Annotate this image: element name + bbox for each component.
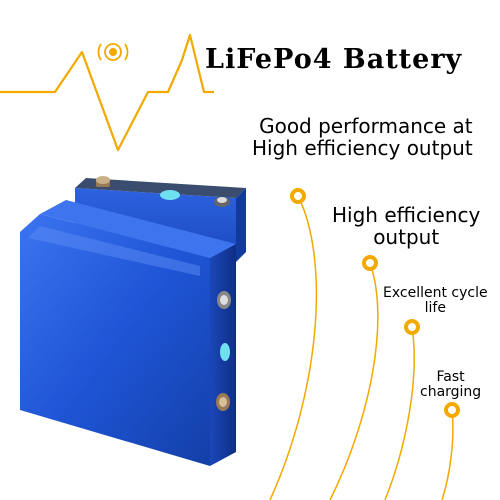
- feature-fast-charging: Fast charging: [420, 369, 482, 401]
- feature-line: Fast: [436, 369, 465, 385]
- feature-bullets: [290, 188, 460, 418]
- battery-cell-image: [20, 176, 246, 466]
- feature-efficiency: High efficiency output: [332, 204, 480, 248]
- feature-line: Good performance at: [259, 114, 473, 138]
- feature-line: charging: [420, 384, 482, 401]
- pulse-line-icon: [0, 33, 214, 152]
- feature-line: High efficiency output: [252, 136, 473, 160]
- signal-icon: [97, 43, 129, 61]
- feature-line: life: [424, 300, 446, 317]
- feature-cycle-life: Excellent cycle life: [383, 285, 488, 317]
- connector-arcs: [269, 195, 454, 500]
- feature-line: Excellent cycle: [383, 285, 488, 301]
- feature-line: High efficiency: [332, 203, 481, 227]
- feature-line: output: [373, 225, 440, 249]
- page-title: LiFePo4 Battery: [205, 44, 463, 75]
- feature-performance: Good performance at High efficiency outp…: [244, 115, 473, 159]
